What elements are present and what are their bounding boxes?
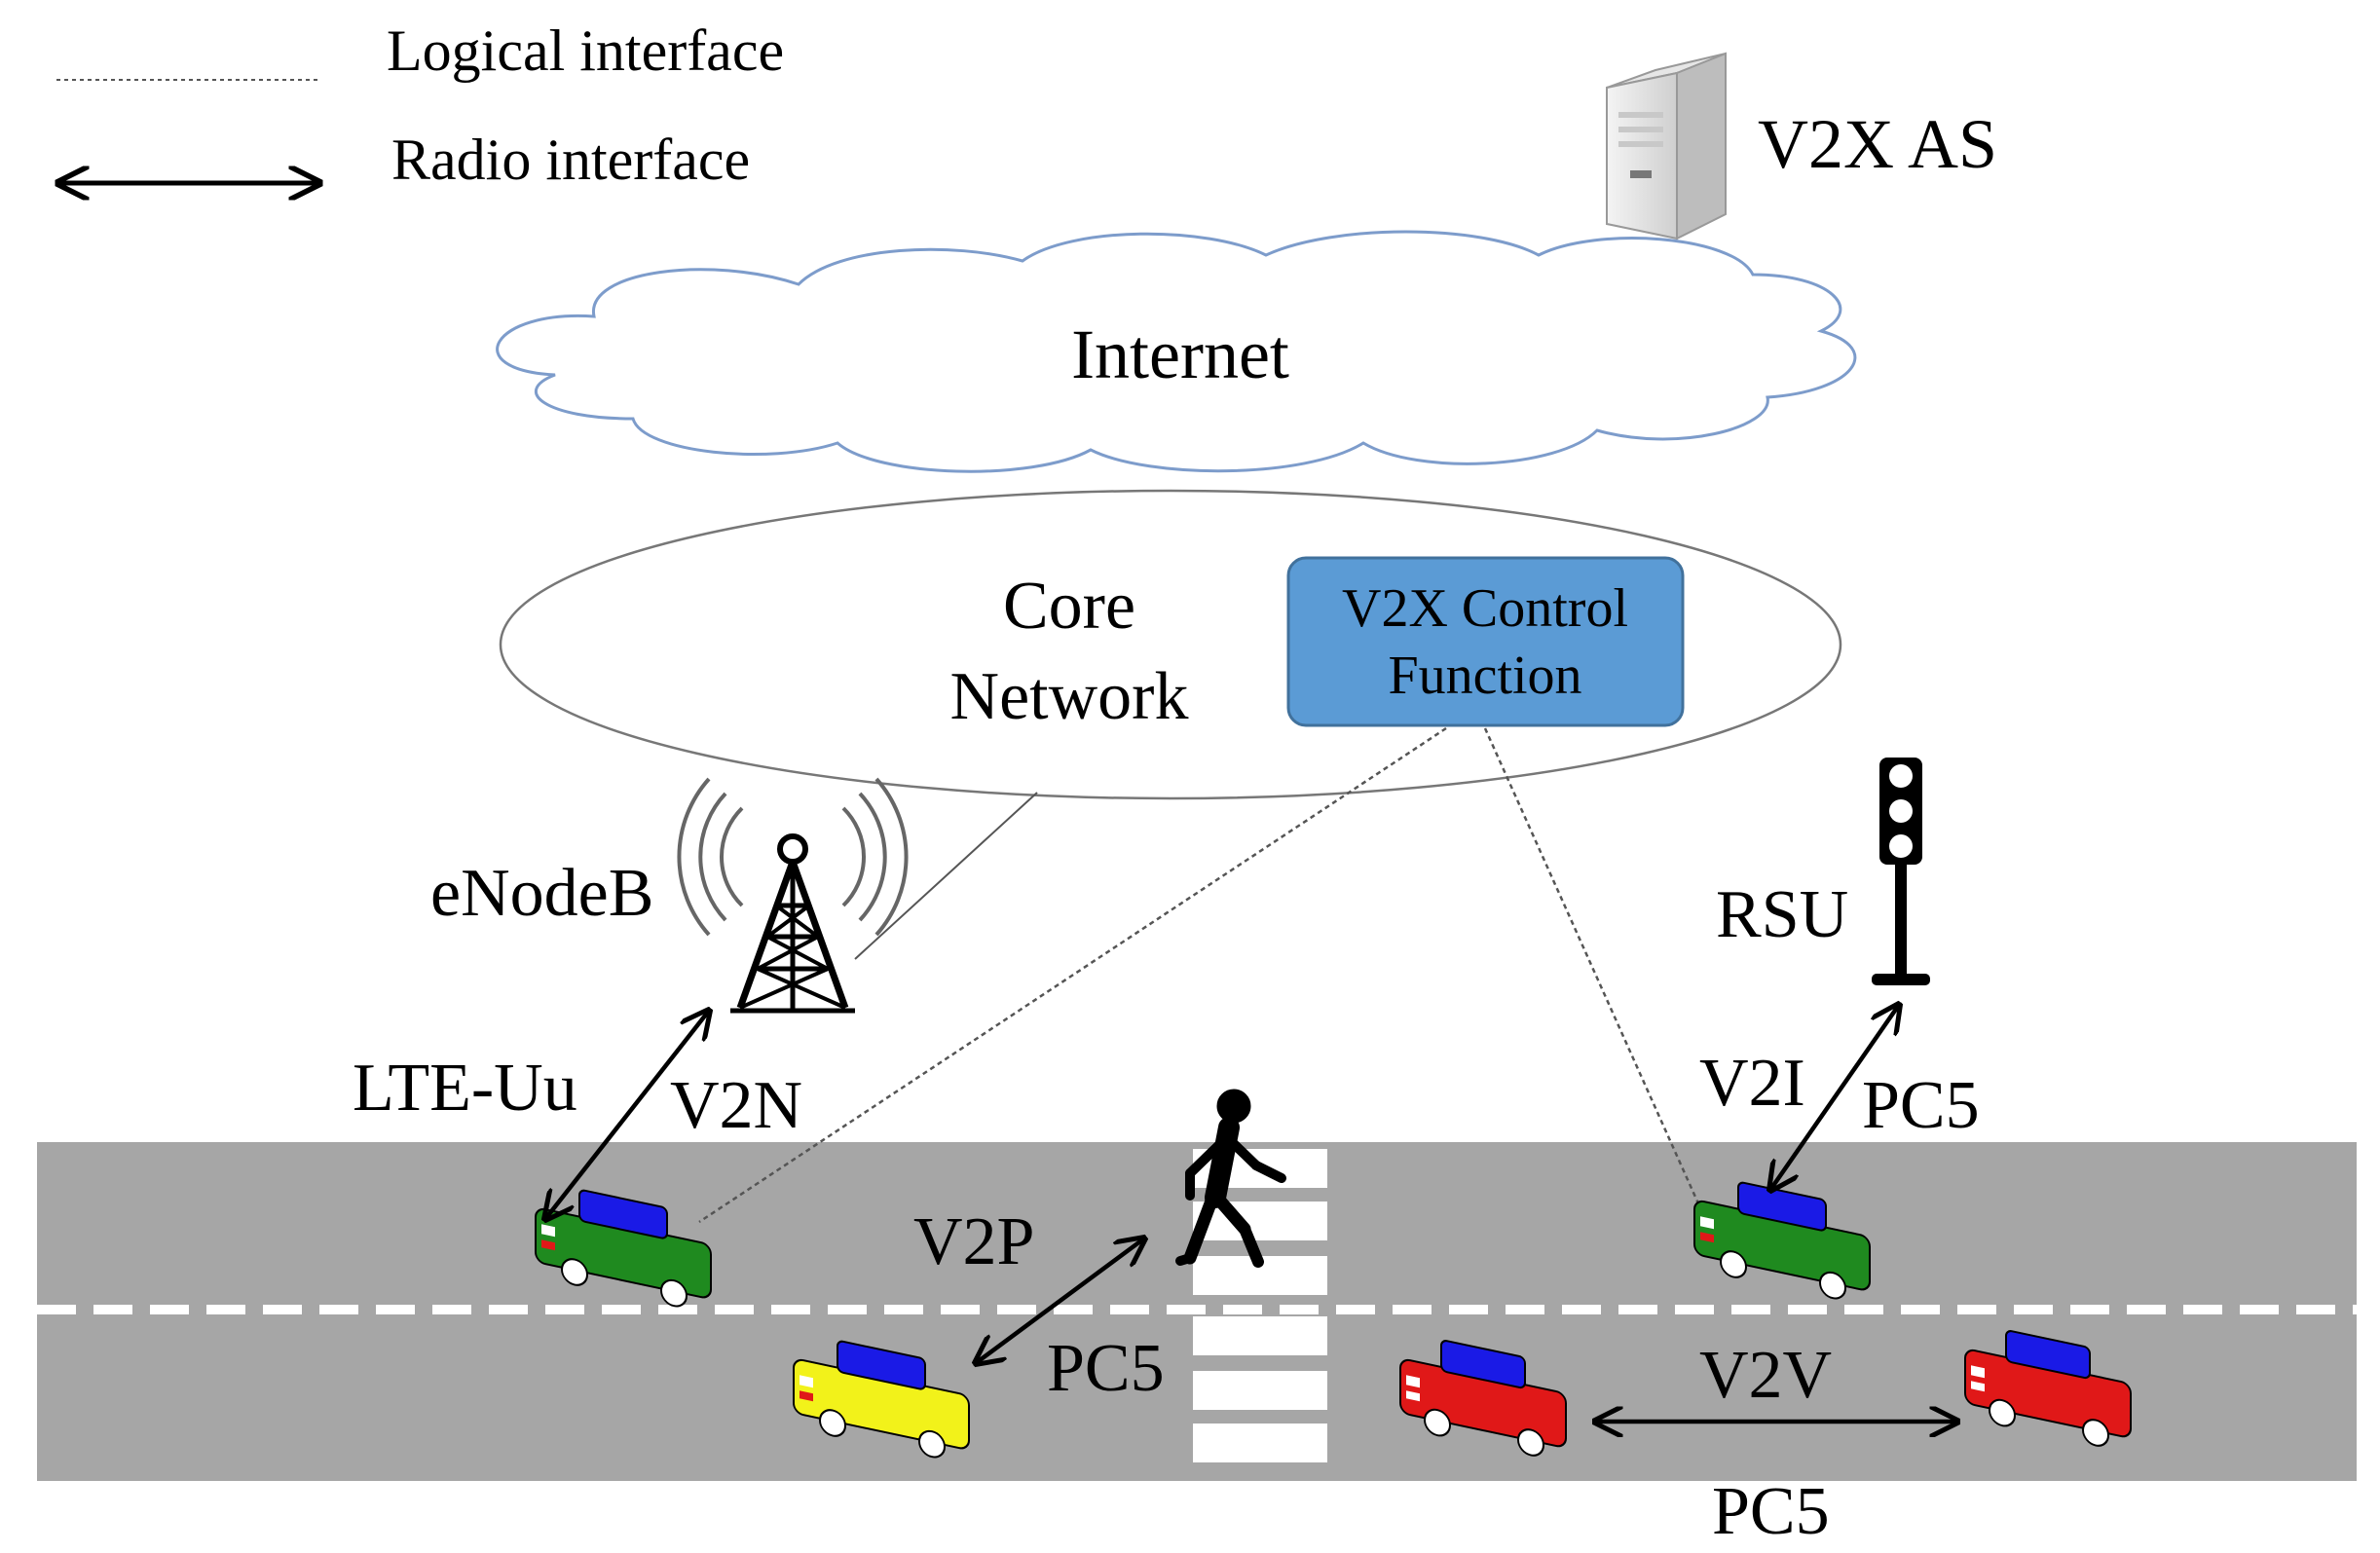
v2v-label: V2V: [1699, 1338, 1832, 1413]
enodeb-tower-icon: [677, 777, 909, 1014]
car-icon-yellow-v2p: [793, 1340, 970, 1459]
pc5-v2p-label: PC5: [1047, 1331, 1165, 1406]
core-network-label-line2: Network: [950, 659, 1189, 734]
v2i-radio-arrow: [1770, 1005, 1899, 1190]
control-function-v2i-car-link: [1483, 727, 1704, 1213]
pc5-v2i-label: PC5: [1862, 1068, 1980, 1143]
v2p-label: V2P: [913, 1204, 1034, 1279]
server-icon: [1606, 52, 1727, 240]
lte-uu-label: LTE-Uu: [353, 1051, 577, 1126]
v2x-control-function-label-line2: Function: [1388, 646, 1581, 706]
pc5-v2v-label: PC5: [1712, 1474, 1830, 1549]
pedestrian-icon: [1175, 1089, 1286, 1268]
v2n-label: V2N: [670, 1068, 802, 1143]
core-network-label-line1: Core: [1003, 569, 1135, 644]
control-function-v2n-car-link: [698, 726, 1447, 1224]
internet-cloud: [496, 230, 1857, 473]
radio-interface-legend-label: Radio interface: [391, 128, 750, 192]
car-icon-red-v2v-right: [1964, 1330, 2132, 1447]
v2x-control-function-label-line1: V2X Control: [1342, 578, 1628, 639]
car-icon-red-v2v-left: [1399, 1340, 1567, 1457]
v2i-label: V2I: [1699, 1046, 1805, 1121]
v2p-radio-arrow: [976, 1239, 1144, 1363]
v2n-radio-arrow: [545, 1011, 709, 1219]
car-icon-green-v2i: [1693, 1181, 1871, 1300]
traffic-light-icon: [1872, 758, 1930, 985]
enodeb-core-link: [854, 792, 1038, 960]
v2x-as-label: V2X AS: [1758, 105, 1997, 183]
rsu-label: RSU: [1716, 877, 1848, 952]
enodeb-label: eNodeB: [430, 856, 653, 931]
internet-label: Internet: [1071, 315, 1289, 393]
legend: Logical interface Radio interface: [56, 18, 784, 192]
logical-interface-legend-label: Logical interface: [387, 18, 784, 83]
v2x-control-function-box: [1286, 556, 1685, 727]
